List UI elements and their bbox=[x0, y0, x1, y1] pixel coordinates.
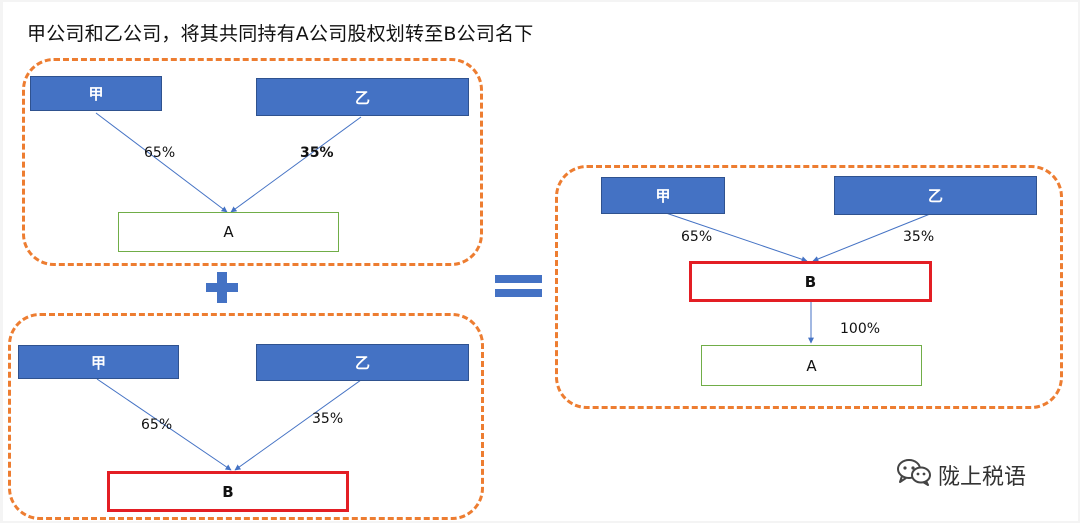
result-holding-b: B bbox=[689, 261, 932, 302]
watermark: 陇上税语 bbox=[896, 458, 1026, 492]
result-pct-holding: 100% bbox=[840, 321, 881, 337]
bottom-pct-jia: 65% bbox=[141, 417, 173, 433]
group-top bbox=[22, 58, 483, 266]
result-shareholder-yi: 乙 bbox=[834, 176, 1037, 215]
result-pct-jia: 65% bbox=[681, 229, 713, 245]
wechat-icon bbox=[896, 458, 932, 492]
top-pct-jia: 65% bbox=[144, 145, 176, 161]
plus-sign-v bbox=[217, 272, 227, 303]
page-title: 甲公司和乙公司，将其共同持有A公司股权划转至B公司名下 bbox=[27, 23, 534, 45]
equals-sign-top bbox=[495, 275, 542, 283]
bottom-shareholder-jia: 甲 bbox=[18, 345, 179, 379]
equals-sign-bottom bbox=[495, 289, 542, 297]
top-target-a: A bbox=[118, 212, 339, 252]
top-shareholder-yi: 乙 bbox=[256, 78, 469, 116]
bottom-target-b: B bbox=[107, 471, 349, 512]
bottom-pct-yi: 35% bbox=[312, 411, 344, 427]
slide: 甲公司和乙公司，将其共同持有A公司股权划转至B公司名下 甲 乙 65% 35% … bbox=[3, 2, 1078, 521]
result-target-a: A bbox=[701, 345, 922, 386]
group-bottom bbox=[8, 313, 484, 520]
top-shareholder-jia: 甲 bbox=[30, 76, 162, 111]
bottom-shareholder-yi: 乙 bbox=[256, 344, 469, 381]
watermark-text: 陇上税语 bbox=[938, 465, 1027, 490]
top-pct-yi: 35% bbox=[300, 145, 334, 161]
group-result bbox=[555, 165, 1063, 409]
result-pct-yi: 35% bbox=[903, 229, 935, 245]
result-shareholder-jia: 甲 bbox=[601, 177, 725, 214]
